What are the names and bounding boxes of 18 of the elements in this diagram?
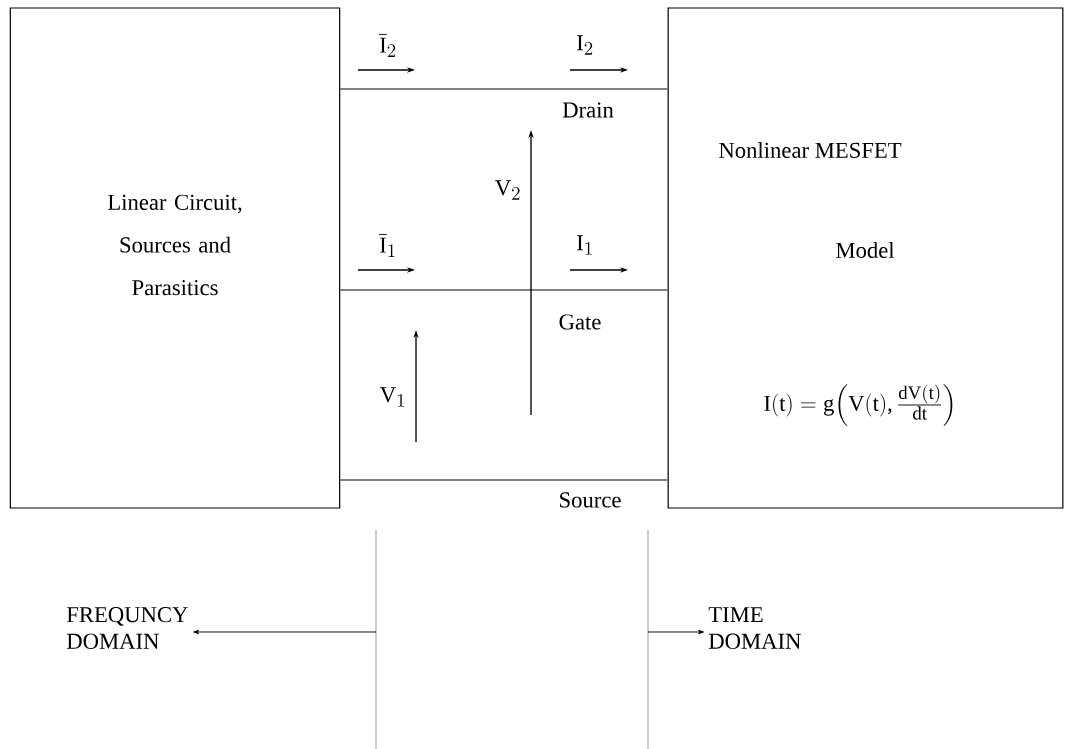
domain-label: TIME DOMAIN <box>708 607 801 649</box>
symbol-label: $V_1$ <box>380 387 404 407</box>
domain-label: FREQUNCY DOMAIN <box>66 607 188 649</box>
arrow <box>193 629 377 635</box>
edge-label: Drain <box>560 101 616 119</box>
symbol-label: $\overline{I}_1$ <box>379 234 395 257</box>
arrow <box>647 629 704 635</box>
symbol-label: $I_2$ <box>577 35 593 55</box>
model-box: Nonlinear MESFET Model $I(t) = g\Bigl(V(t), \frac{dV(t)}{dt}\Bigr)$ <box>667 7 1064 509</box>
circuit-box: Linear Circuit, Sources and Parasitics <box>9 7 341 509</box>
symbol-label: $V_2$ <box>495 180 520 200</box>
wire-line <box>339 88 669 90</box>
symbol-label: $I_1$ <box>577 235 592 255</box>
edge-label: Source <box>557 491 623 509</box>
wire-line <box>339 289 669 291</box>
wire-line <box>339 479 669 481</box>
symbol-label: $\overline{I}_2$ <box>379 34 396 57</box>
edge-label: Gate <box>557 313 603 331</box>
